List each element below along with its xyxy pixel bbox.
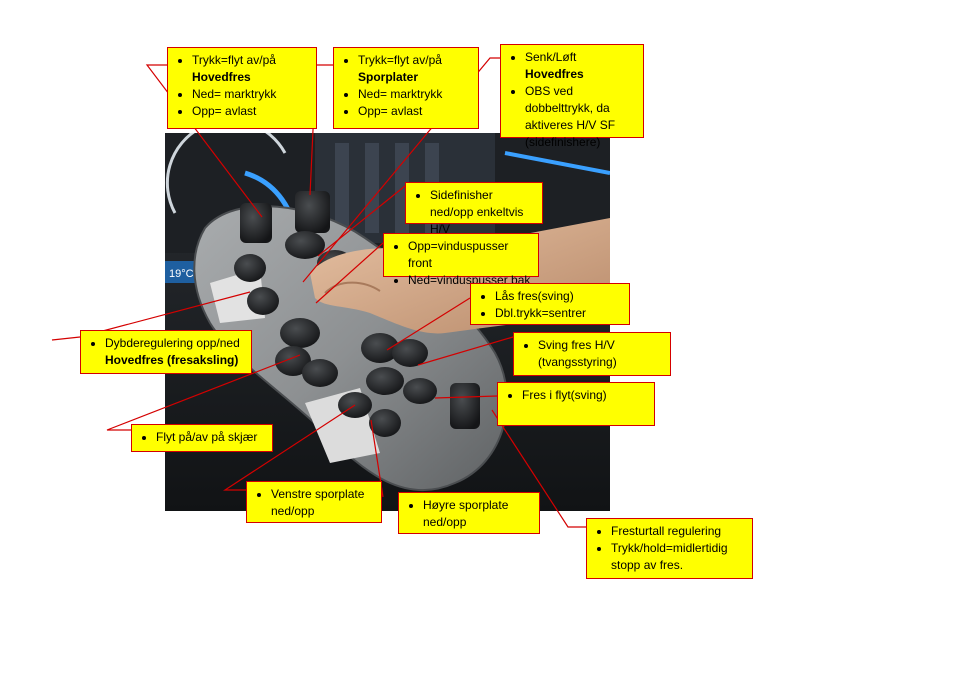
callout-text: OBS ved dobbelttrykk, da aktiveres H/V S… [525,84,616,149]
callout-sving-fres: Sving fres H/V (tvangsstyring) [513,332,671,376]
callout-text: Høyre sporplate ned/opp [423,498,509,529]
callout-fresturtall: Fresturtall regulering Trykk/hold=midler… [586,518,753,579]
callout-text: Fresturtall regulering [611,524,722,538]
callout-text: Dybderegulering opp/ned [105,336,240,350]
callout-venstre-sporplate: Venstre sporplate ned/opp [246,481,382,523]
callout-fres-i-flyt: Fres i flyt(sving) [497,382,655,426]
callout-text: Trykk=flyt av/på [358,53,442,67]
callout-bold-text: Hovedfres [525,67,584,81]
callout-text: Lås fres(sving) [495,289,574,303]
callout-text: Trykk/hold=midlertidig stopp av fres. [611,541,728,572]
callout-text: Sidefinisher ned/opp enkeltvis H/V [430,188,524,236]
callout-bold-text: Hovedfres (fresaksling) [105,353,239,367]
callout-text: Trykk=flyt av/på [192,53,276,67]
callout-flyt-skjaer: Flyt på/av på skjær [131,424,273,452]
callout-text: Ned= marktrykk [358,87,443,101]
callout-text: Sving fres H/V (tvangsstyring) [538,338,617,369]
callout-text: Ned= marktrykk [192,87,277,101]
callout-text: Dbl.trykk=sentrer [495,306,587,320]
callout-text: Opp= avlast [192,104,257,118]
callout-hoyre-sporplate: Høyre sporplate ned/opp [398,492,540,534]
callout-text: Flyt på/av på skjær [156,430,258,444]
callout-las-fres: Lås fres(sving) Dbl.trykk=sentrer [470,283,630,325]
callout-text: Senk/Løft [525,50,577,64]
callout-text: Opp=vinduspusser front [408,239,509,270]
callout-text: Opp= avlast [358,104,423,118]
callout-bold-text: Sporplater [358,70,419,84]
temp-readout: 19°C [169,268,194,280]
leader-dybderegulering-tail [51,336,81,341]
callout-sidefinisher: Sidefinisher ned/opp enkeltvis H/V [405,182,543,236]
callout-text: Venstre sporplate ned/opp [271,487,365,518]
callout-bold-text: Hovedfres [192,70,251,84]
callout-vindusspusser: Opp=vinduspusser front Ned=vinduspusser … [383,233,539,287]
callout-text: Fres i flyt(sving) [522,388,607,402]
